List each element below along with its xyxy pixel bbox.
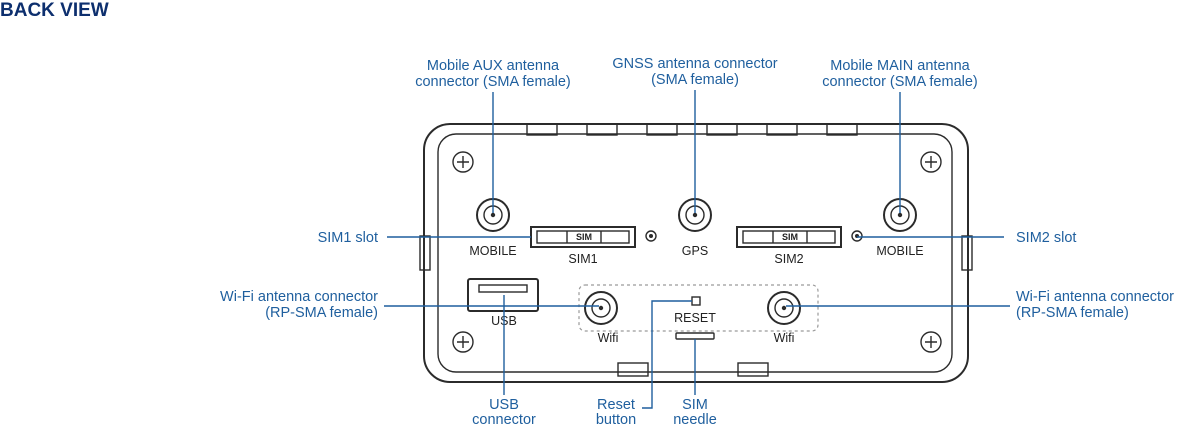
usb-port-icon bbox=[467, 278, 539, 312]
left-side-tab bbox=[419, 235, 431, 271]
gps-label: GPS bbox=[682, 244, 708, 258]
sim-needle-callout-line2: needle bbox=[673, 412, 717, 426]
sim1-slot-callout: SIM1 slot bbox=[318, 230, 378, 246]
wifi-left-callout-line2: (RP-SMA female) bbox=[265, 305, 378, 321]
top-vents bbox=[526, 123, 858, 136]
wifi-left-connector-icon bbox=[584, 291, 618, 325]
sim2-tray-label: SIM bbox=[782, 232, 798, 242]
reset-callout-line1: Reset bbox=[597, 397, 635, 413]
mobile-main-callout-line1: Mobile MAIN antenna bbox=[830, 58, 970, 74]
leader-lines bbox=[384, 90, 1010, 409]
mobile-right-label: MOBILE bbox=[876, 244, 923, 258]
reset-button-icon bbox=[691, 296, 701, 306]
wifi-left-label: Wifi bbox=[598, 331, 619, 345]
mobile-aux-callout-line2: connector (SMA female) bbox=[415, 74, 571, 90]
sim1-slot: SIM bbox=[530, 226, 636, 248]
sim1-label: SIM1 bbox=[568, 252, 597, 266]
usb-callout-line2: connector bbox=[472, 412, 536, 426]
wifi-right-label: Wifi bbox=[774, 331, 795, 345]
reset-leader bbox=[642, 300, 692, 409]
gnss-callout-line2: (SMA female) bbox=[651, 72, 739, 88]
wifi-left-callout-line1: Wi-Fi antenna connector bbox=[220, 289, 378, 305]
sim2-slot-callout: SIM2 slot bbox=[1016, 230, 1076, 246]
bottom-vents bbox=[617, 362, 769, 377]
diagram-title: BACK VIEW bbox=[0, 0, 109, 21]
wifi-right-callout-line2: (RP-SMA female) bbox=[1016, 305, 1129, 321]
wifi-reset-region bbox=[578, 284, 819, 332]
sim1-tray-label: SIM bbox=[576, 232, 592, 242]
wifi-right-connector-icon bbox=[767, 291, 801, 325]
sim-needle-hole-icon bbox=[675, 332, 715, 340]
mobile-main-callout-line2: connector (SMA female) bbox=[822, 74, 978, 90]
right-side-tab bbox=[961, 235, 973, 271]
reset-callout-line2: button bbox=[596, 412, 636, 426]
sim2-slot: SIM bbox=[736, 226, 842, 248]
wifi-right-callout-line1: Wi-Fi antenna connector bbox=[1016, 289, 1174, 305]
screw-icon bbox=[452, 331, 474, 353]
sim2-led-icon bbox=[851, 230, 863, 242]
screw-icon bbox=[920, 331, 942, 353]
sim-needle-callout-line1: SIM bbox=[682, 397, 708, 413]
usb-callout-line1: USB bbox=[489, 397, 519, 413]
gnss-callout-line1: GNSS antenna connector bbox=[612, 56, 777, 72]
screw-icon bbox=[452, 151, 474, 173]
mobile-left-label: MOBILE bbox=[469, 244, 516, 258]
sim1-led-icon bbox=[645, 230, 657, 242]
screw-icon bbox=[920, 151, 942, 173]
sim2-label: SIM2 bbox=[774, 252, 803, 266]
reset-label: RESET bbox=[674, 311, 716, 325]
mobile-aux-callout-line1: Mobile AUX antenna bbox=[427, 58, 560, 74]
